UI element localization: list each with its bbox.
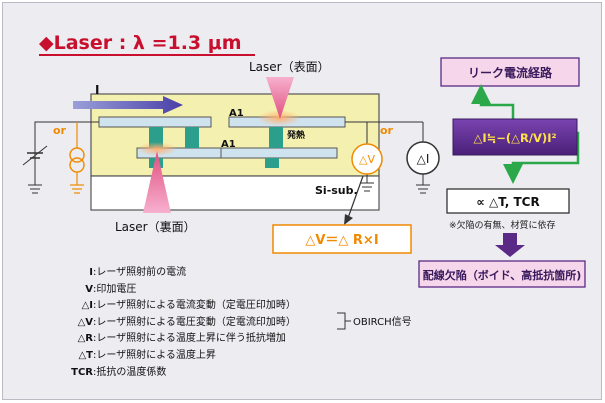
legend-row: △T:レーザ照射による温度上昇 [47, 348, 296, 365]
ground-icon [416, 184, 430, 194]
or-left-label: or [53, 124, 67, 137]
obirch-bracket [337, 312, 346, 330]
laser-beam-back [143, 151, 171, 213]
formula-v: △V＝△ R×I [305, 233, 378, 248]
voltage-source-icon [22, 145, 48, 185]
green-flow-arrow-up [471, 84, 515, 119]
leak-path-label: リーク電流経路 [468, 65, 553, 80]
diagram-canvas: ◆Laser : λ =1.3 μm Si-sub. A1 A1 発熱 Lase… [22, 32, 586, 330]
defect-box [418, 260, 586, 288]
pointer-arrowhead [344, 214, 353, 225]
legend: I:レーザ照射前の電流 V:印加電圧 △I:レーザ照射による電流変動（定電圧印加… [47, 265, 296, 381]
heat-spot-front [257, 110, 301, 126]
down-arrow-icon [495, 233, 525, 257]
legend-desc: :レーザ照射による電圧変動（定電流印加時） [93, 316, 296, 328]
ground-icon [28, 184, 42, 194]
title: ◆Laser : λ =1.3 μm [39, 32, 242, 54]
legend-desc: :レーザ照射による電流変動（定電圧印加時） [93, 300, 296, 312]
legend-symbol: △V [77, 316, 93, 328]
via [269, 127, 283, 148]
formula-v-box [272, 224, 412, 254]
formula-i: △I≒−(△R/V)I² [473, 131, 556, 145]
current-arrow-icon [73, 96, 183, 114]
legend-desc: :レーザ照射前の電流 [93, 267, 187, 278]
pointer-line [347, 175, 364, 219]
legend-symbol: △T [78, 349, 93, 361]
heat-spot-back [137, 142, 177, 156]
legend-desc: :抵抗の温度係数 [93, 366, 167, 378]
current-source-icon [69, 122, 85, 194]
legend-symbol: I [89, 267, 93, 278]
heat-label: 発熱 [286, 129, 305, 141]
ground-icon [360, 182, 374, 192]
metal-bottom-right [220, 147, 338, 159]
leak-path-box [440, 57, 580, 87]
legend-symbol: V [85, 283, 93, 295]
metal-top-left [98, 116, 212, 128]
legend-symbol: △I [81, 300, 93, 312]
defect-label: 配線欠陥（ボイド、高抵抗箇所) [423, 268, 582, 282]
legend-desc: :レーザ照射による温度上昇に伴う抵抗増加 [93, 333, 286, 345]
temp-label: ∝ △T, TCR [476, 195, 539, 209]
legend-row: I:レーザ照射前の電流 [47, 265, 296, 282]
legend-row: △V:レーザ照射による電圧変動（定電流印加時） [47, 315, 296, 332]
legend-symbol: △R [77, 333, 93, 345]
laser-back-label: Laser（裏面） [115, 219, 196, 234]
delta-i-symbol: △I [417, 152, 430, 166]
legend-symbol: TCR [71, 366, 93, 378]
diagram-frame: ◆Laser : λ =1.3 μm Si-sub. A1 A1 発熱 Lase… [2, 2, 602, 400]
laser-front-label: Laser（表面） [249, 60, 330, 74]
obirch-label: OBIRCH信号 [353, 316, 412, 328]
legend-row: TCR:抵抗の温度係数 [47, 365, 296, 382]
current-label: I [95, 83, 99, 97]
temp-box [446, 188, 570, 214]
laser-beam-front [266, 77, 294, 119]
formula-i-box [452, 118, 578, 156]
legend-desc: :印加電圧 [93, 283, 137, 295]
delta-v-symbol: △V [359, 153, 375, 166]
delta-i-meter-icon [406, 141, 440, 175]
via [265, 158, 279, 168]
via [185, 127, 199, 148]
a1-top-label: A1 [229, 108, 244, 119]
or-right-label: or [380, 124, 394, 137]
si-substrate [90, 175, 380, 211]
a1-bottom-label: A1 [221, 139, 236, 150]
legend-desc: :レーザ照射による温度上昇 [93, 349, 216, 361]
legend-row: △I:レーザ照射による電流変動（定電圧印加時） [47, 298, 296, 315]
legend-row: V:印加電圧 [47, 282, 296, 299]
delta-v-meter-icon [351, 143, 383, 175]
legend-row: △R:レーザ照射による温度上昇に伴う抵抗増加 [47, 331, 296, 348]
dependency-note: ※欠陥の有無、材質に依存 [449, 219, 556, 231]
substrate-label: Si-sub. [315, 184, 358, 197]
